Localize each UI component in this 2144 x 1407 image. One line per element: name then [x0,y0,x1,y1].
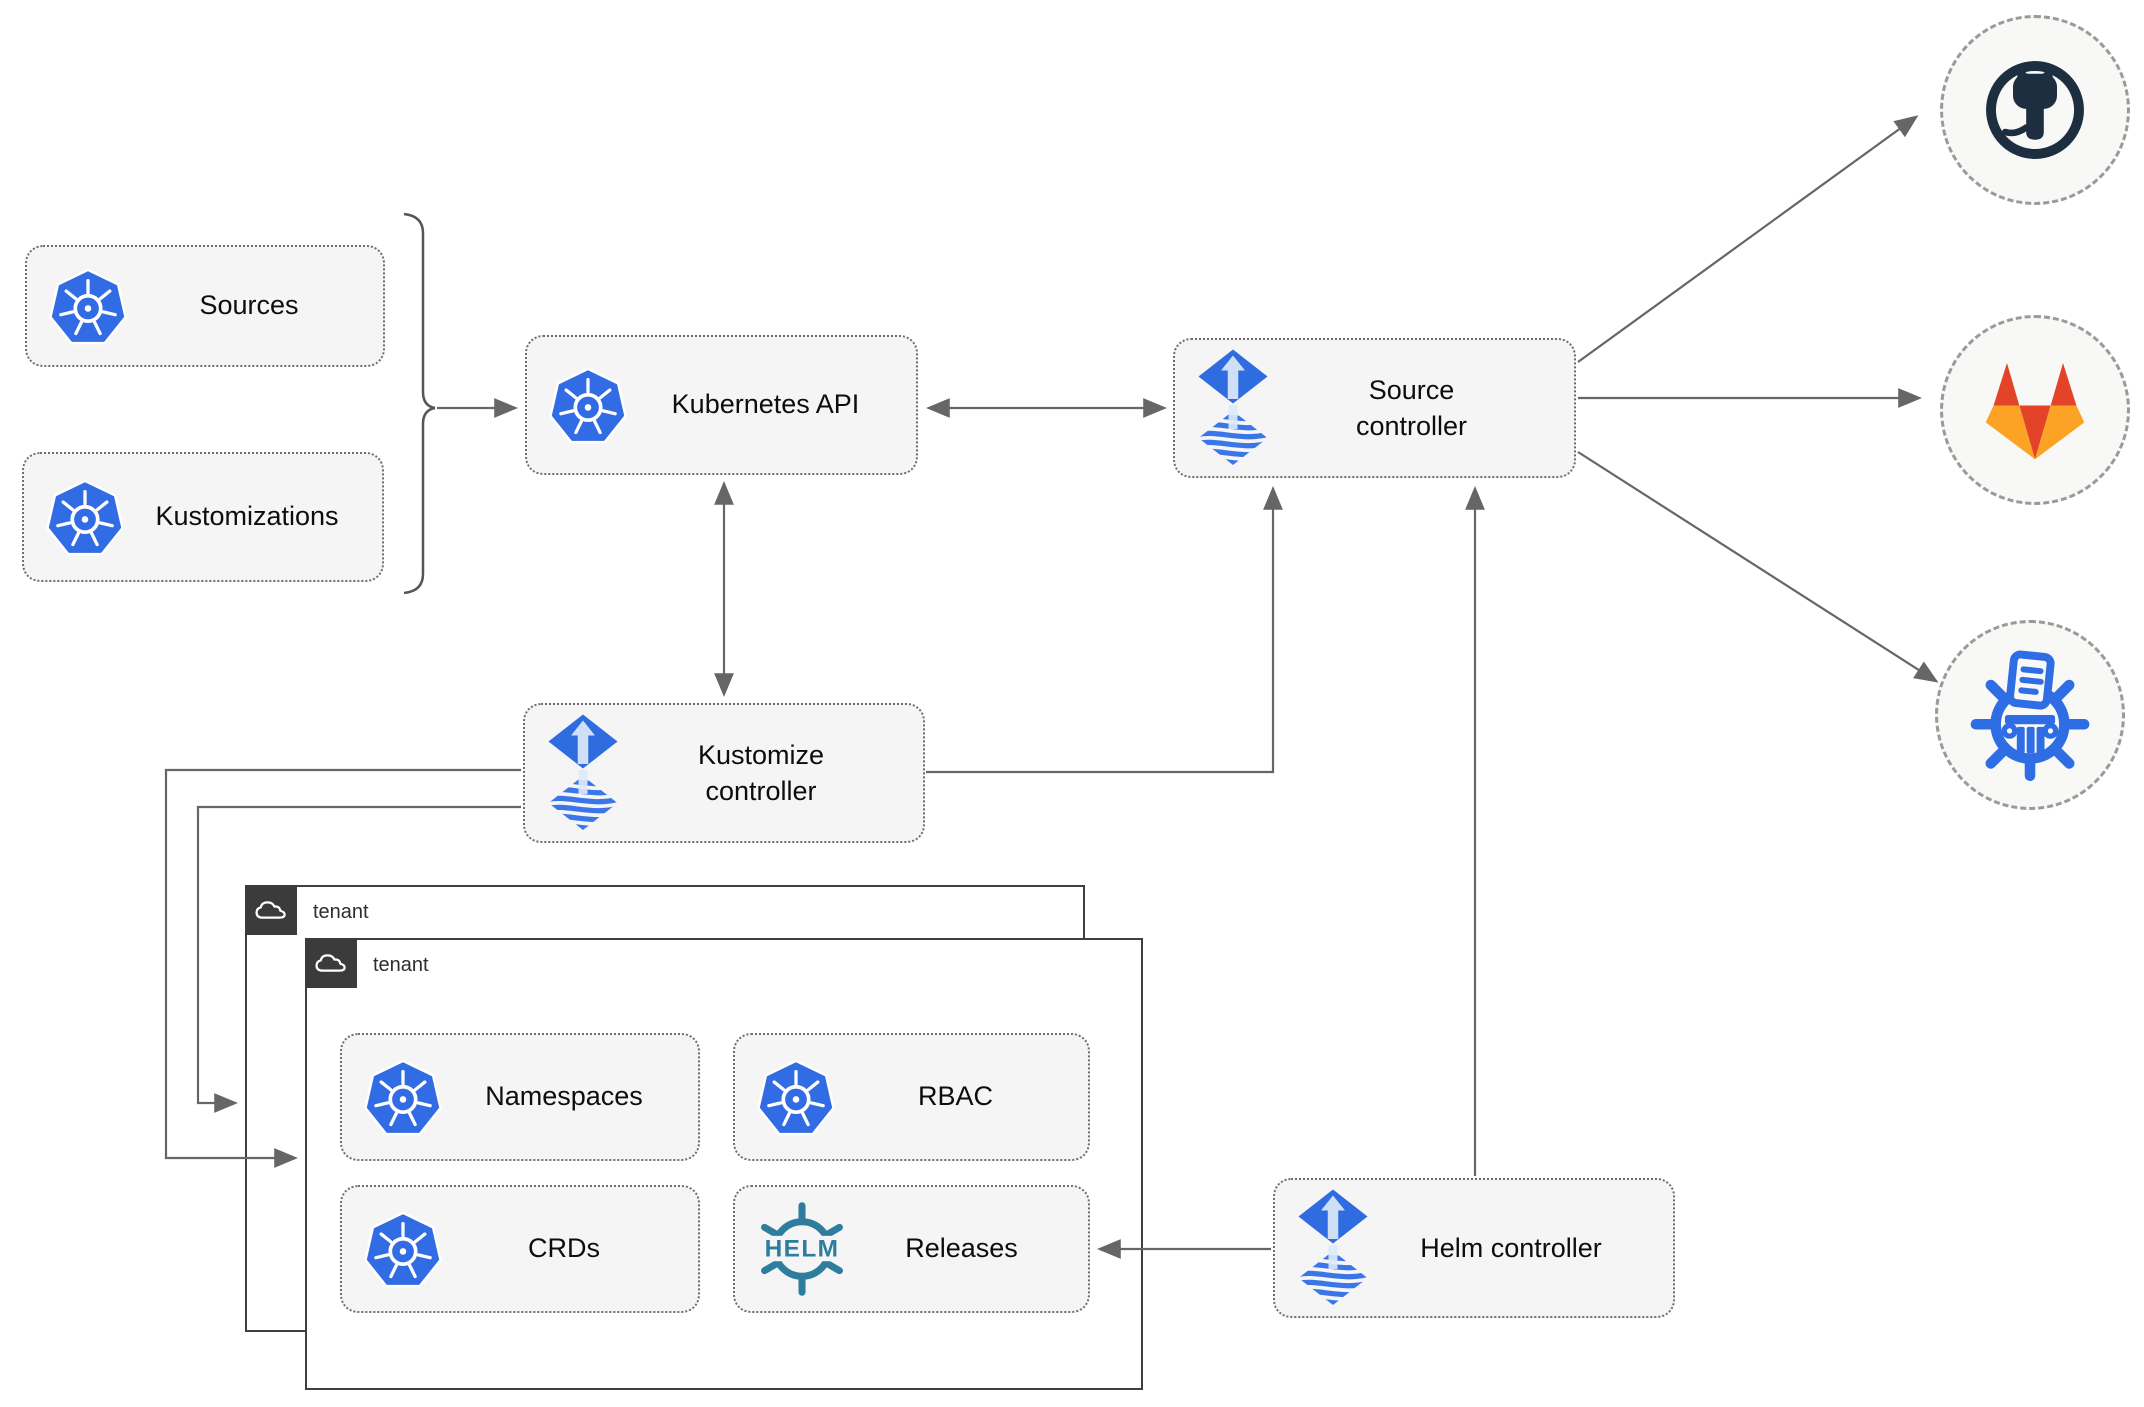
node-crds: CRDs [340,1185,700,1313]
kubernetes-icon [362,1208,444,1290]
node-label: CRDs [528,1233,600,1264]
node-helm-controller: Helm controller [1273,1178,1675,1318]
node-label: Source controller [1355,374,1468,441]
node-label: Namespaces [485,1081,643,1112]
tenant-label: tenant [373,954,429,976]
kubernetes-icon [755,1056,837,1138]
github-icon [1980,55,2090,165]
node-namespaces: Namespaces [340,1033,700,1161]
chartmuseum-icon [1964,649,2096,781]
gitlab-icon [1979,358,2091,462]
edge-source-to-chart-repository [1577,451,1939,683]
helm-wheel-icon: HELM [755,1202,849,1296]
tenant-badge [305,938,357,988]
bracket-sources-group [403,212,436,595]
tenant-label: tenant [313,901,369,923]
flux-icon [1295,1188,1371,1308]
node-source-controller: Source controller [1173,338,1576,478]
kubernetes-icon [44,476,126,558]
node-releases: HELM Releases [733,1185,1090,1313]
edge-source-to-github [1577,115,1919,363]
node-label: Kustomizations [155,501,339,532]
edge-kustomize-to-source-controller [926,486,1283,774]
node-label: Releases [905,1233,1018,1264]
flux-icon [1195,348,1271,468]
endpoint-gitlab [1940,315,2130,505]
node-label: Sources [199,290,299,321]
node-rbac: RBAC [733,1033,1090,1161]
kubernetes-icon [47,265,129,347]
kubernetes-icon [547,364,629,446]
node-kustomize-controller: Kustomize controller [523,703,925,843]
node-label: Kustomize controller [697,739,825,806]
node-label: RBAC [917,1081,993,1112]
kubernetes-icon [362,1056,444,1138]
helm-logo-text: HELM [765,1236,840,1263]
tenant-group-inner: tenant [305,938,1143,1390]
tenant-badge [245,885,297,935]
flux-icon [545,713,621,833]
node-label: Helm controller [1420,1232,1602,1263]
node-sources: Sources [25,245,385,367]
endpoint-github [1940,15,2130,205]
endpoint-chart-repository [1935,620,2125,810]
cloud-icon [254,898,288,922]
node-kustomizations: Kustomizations [22,452,384,582]
node-kubernetes-api: Kubernetes API [525,335,918,475]
node-label: Kubernetes API [671,389,860,420]
cloud-icon [314,951,348,975]
